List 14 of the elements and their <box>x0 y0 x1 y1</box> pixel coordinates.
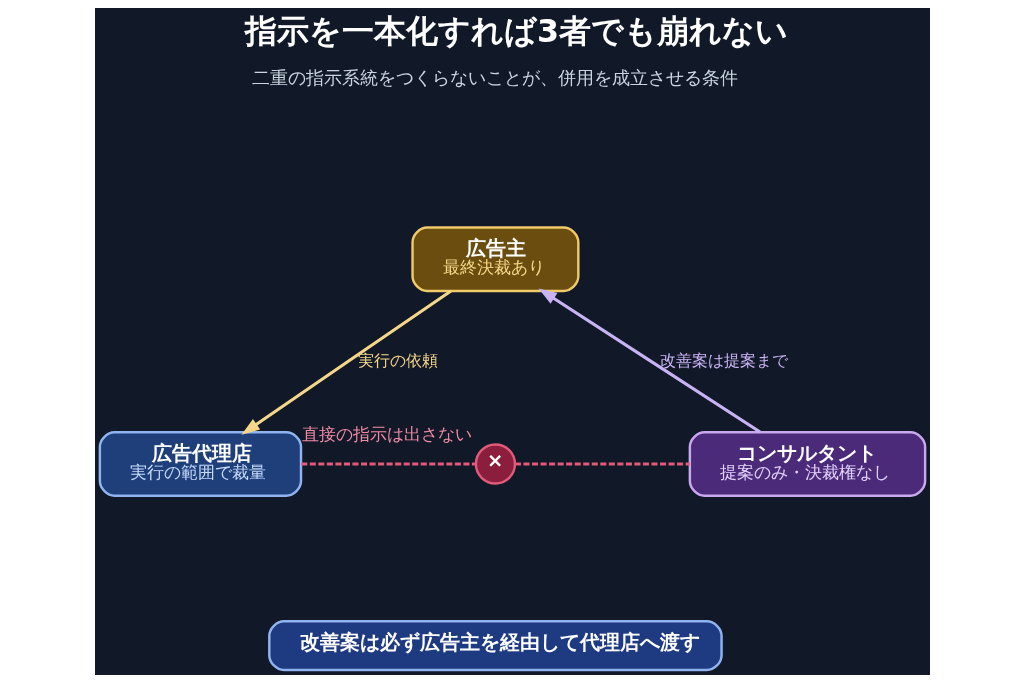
node-label: 直接の指示は出さない <box>301 423 472 444</box>
node-box: 広告主 最終決裁あり <box>410 226 580 293</box>
connector <box>514 462 690 466</box>
edge-label: 実行の依頼 <box>357 350 438 370</box>
edge-label: 改善案は提案まで <box>659 350 788 370</box>
node-box: コンサルタント 提案のみ・決裁権なし <box>688 431 926 497</box>
arrow <box>538 288 761 434</box>
diagram-title: 指示を一本化すれば3者でも崩れない <box>244 13 788 49</box>
node-box: 広告代理店 実行の範囲で裁量 <box>98 431 302 497</box>
connector <box>300 462 476 466</box>
node-box: 改善案は必ず広告主を経由して代理店へ渡す <box>267 620 723 672</box>
arrow <box>241 289 452 435</box>
label: 二重の指示系統をつくらないことが、併用を成立させる条件 <box>251 67 738 89</box>
node-circle: × <box>474 443 516 485</box>
